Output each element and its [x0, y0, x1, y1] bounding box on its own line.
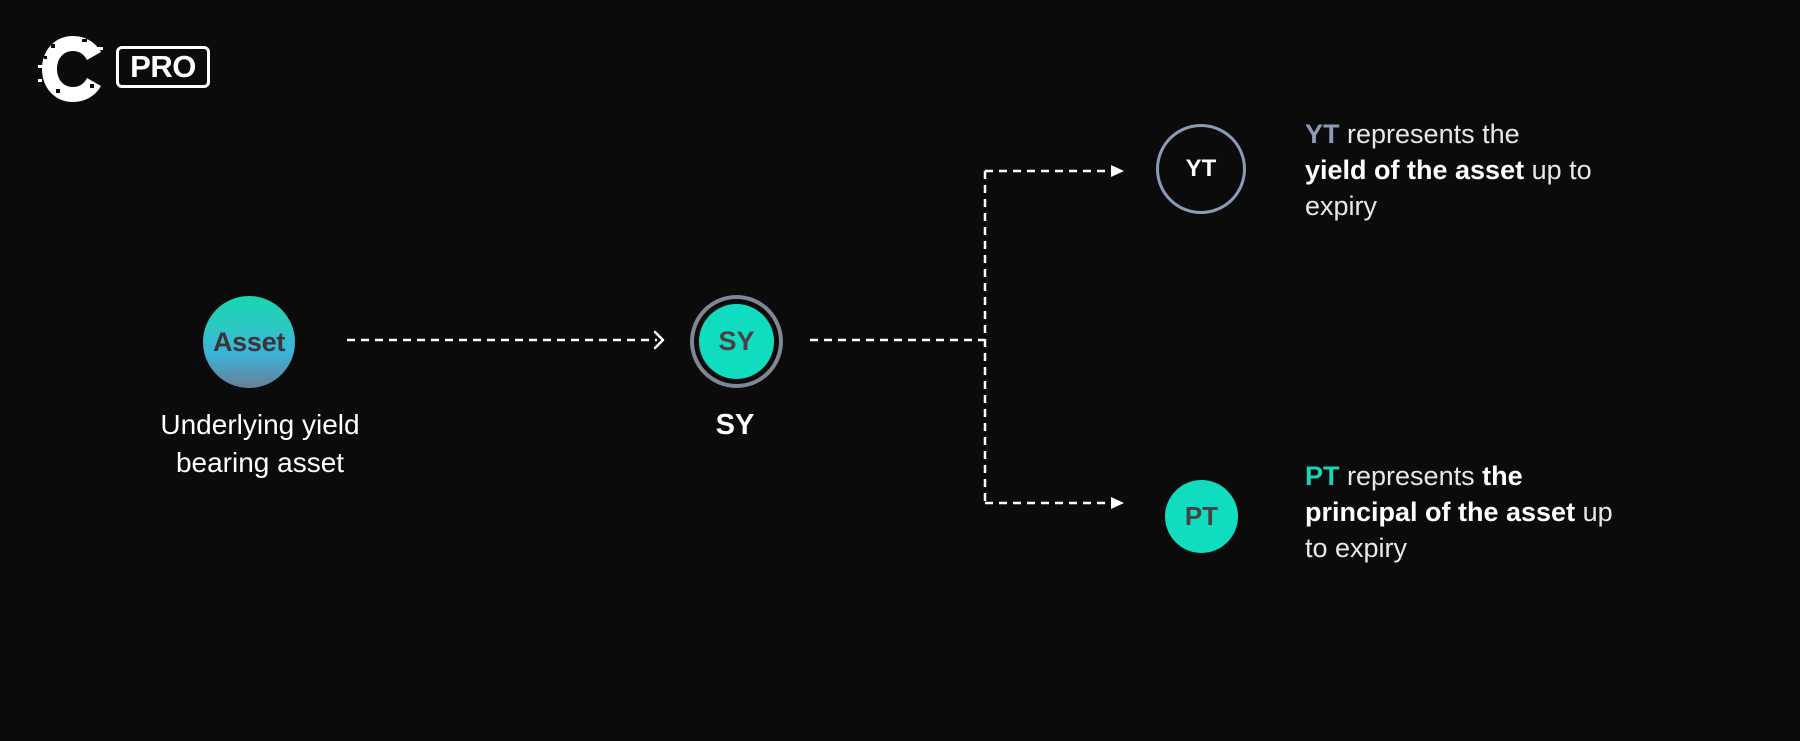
pro-badge: PRO — [116, 46, 210, 88]
sy-node-label: SY — [718, 326, 755, 356]
yt-token: YT — [1305, 119, 1340, 149]
arrowhead-triangle-icon — [1111, 165, 1124, 177]
yt-desc-emphasis: yield of the asset — [1305, 155, 1525, 185]
pt-desc-line1: PT represents the — [1305, 458, 1705, 494]
asset-caption-line2: bearing asset — [175, 447, 345, 478]
pt-node-label: PT — [1184, 501, 1219, 531]
brand-logo: PRO — [38, 34, 223, 106]
pt-desc-line3: to expiry — [1305, 533, 1408, 563]
asset-node: Asset — [203, 296, 295, 388]
c-logo-icon — [38, 36, 103, 102]
yt-desc-line1: YT represents the — [1305, 116, 1705, 152]
sy-node-inner: SY — [699, 304, 774, 379]
pt-desc-line1-emphasis: the — [1482, 461, 1523, 491]
yt-desc-line2: yield of the asset up to — [1305, 152, 1705, 188]
asset-node-label: Asset — [212, 326, 286, 357]
arrowhead-triangle-icon — [1111, 497, 1124, 509]
yt-desc-line1-text: represents the — [1339, 119, 1520, 149]
sy-node: SY — [690, 295, 783, 388]
pt-desc-line1-text: represents — [1339, 461, 1483, 491]
yt-node: YT — [1156, 124, 1246, 214]
asset-caption-line1: Underlying yield — [160, 409, 360, 440]
yt-node-label: YT — [1185, 155, 1217, 182]
pt-description: PT represents the principal of the asset… — [1305, 458, 1705, 566]
pt-desc-line2: principal of the asset up — [1305, 494, 1705, 530]
yt-description: YT represents the yield of the asset up … — [1305, 116, 1705, 224]
yt-desc-line2-text: up to — [1524, 155, 1592, 185]
pt-node: PT — [1165, 480, 1238, 553]
sy-caption: SY — [715, 409, 755, 441]
asset-caption: Underlying yield bearing asset — [120, 406, 400, 482]
arrowhead-chevron-icon — [653, 330, 665, 350]
pt-token: PT — [1305, 461, 1340, 491]
yt-desc-line3: expiry — [1305, 191, 1378, 221]
pt-desc-line2-text: up — [1575, 497, 1613, 527]
pt-desc-emphasis: principal of the asset — [1305, 497, 1576, 527]
